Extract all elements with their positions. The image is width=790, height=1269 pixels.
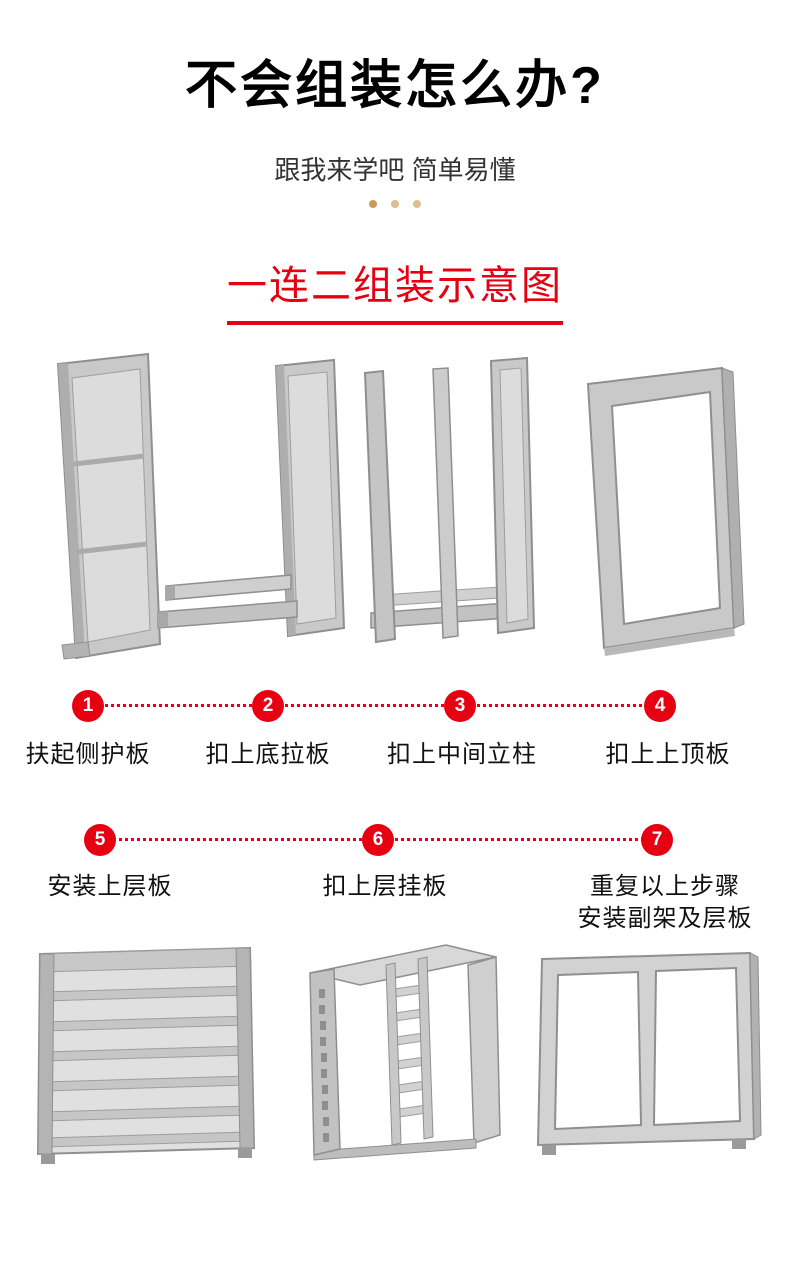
section-title-text: 一连二组装示意图 [227, 253, 563, 325]
decorative-dots [0, 200, 790, 208]
shelf-hanging-panels-illustration [309, 944, 501, 1161]
page-subtitle: 跟我来学吧 简单易懂 [274, 155, 516, 185]
step-7-label-line1: 重复以上步骤 [590, 873, 740, 900]
step-4-label: 扣上上顶板 [605, 741, 731, 768]
assembled-bookshelf-illustration [36, 946, 256, 1164]
frame-middle-column-illustration [363, 356, 536, 644]
step-4-image [572, 358, 752, 658]
complete-frame-illustration [586, 366, 745, 656]
step-2-badge: 2 [252, 690, 284, 722]
step-1-image [28, 348, 186, 666]
side-panel-base-rails-illustration [157, 358, 346, 638]
step-1-label: 扶起侧护板 [25, 741, 151, 768]
double-bay-frame-illustration [536, 951, 762, 1155]
step-5-badge: 5 [84, 824, 116, 856]
step-connector-line [88, 704, 660, 707]
section-title: 一连二组装示意图 [0, 253, 790, 325]
step-7-badge: 7 [641, 824, 673, 856]
result-2-image [298, 933, 513, 1168]
step-4-badge: 4 [644, 690, 676, 722]
step-7-label-line2: 安装副架及层板 [577, 905, 753, 932]
dot-icon [368, 200, 377, 208]
step-2-image [150, 352, 350, 667]
result-1-image [28, 940, 263, 1168]
step-6-label: 扣上层挂板 [322, 873, 448, 900]
side-panel-illustration [56, 352, 162, 660]
step-2-label: 扣上底拉板 [205, 741, 331, 768]
page-title: 不会组装怎么办? [185, 57, 605, 115]
step-3-label: 扣上中间立柱 [387, 741, 537, 768]
result-3-image [528, 943, 763, 1165]
dot-icon [391, 200, 399, 208]
step-6-badge: 6 [362, 824, 394, 856]
step-3-image [345, 355, 536, 660]
step-1-badge: 1 [72, 690, 104, 722]
step-5-label: 安装上层板 [47, 873, 173, 900]
step-3-badge: 3 [444, 690, 476, 722]
dot-icon [413, 200, 422, 208]
